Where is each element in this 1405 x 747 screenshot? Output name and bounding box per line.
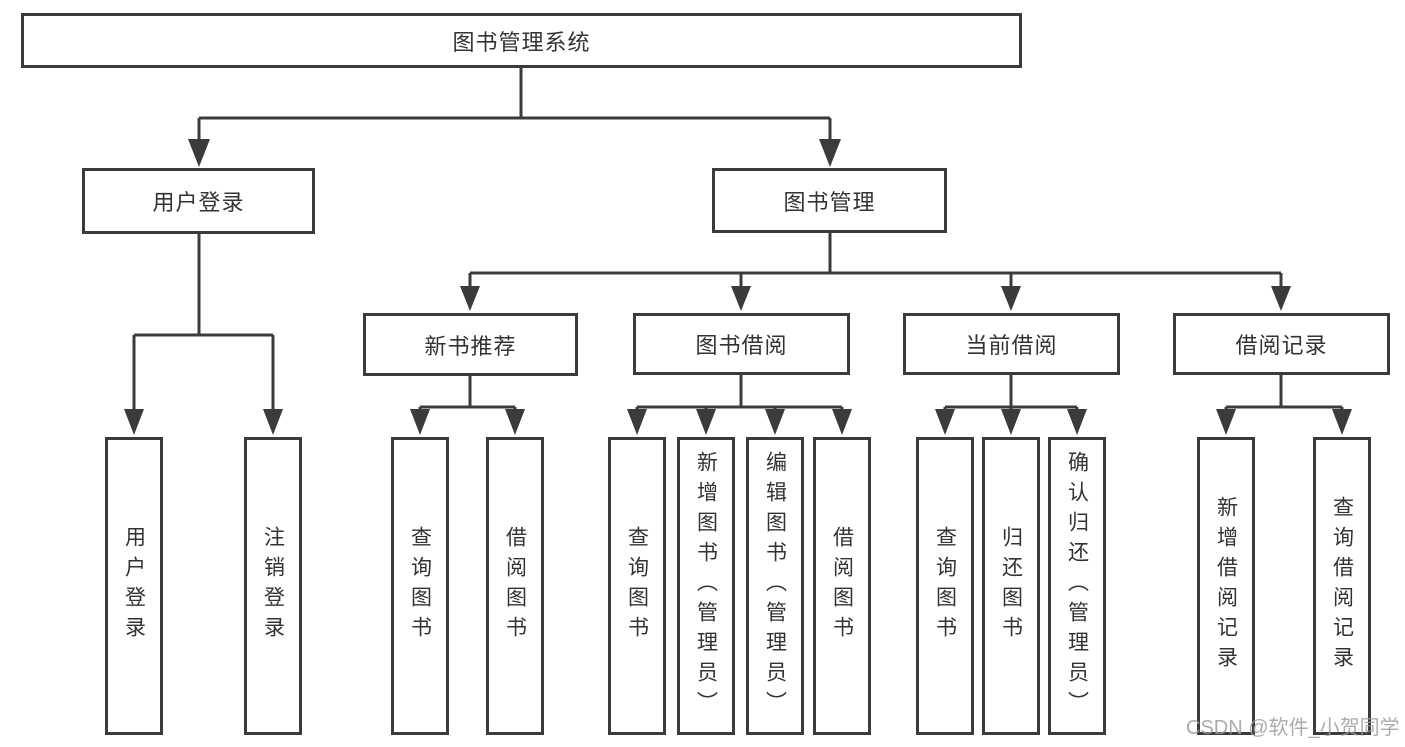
leaf-query-books-recommend-label: 查询图书 (408, 526, 432, 646)
leaf-query-books-current: 查询图书 (916, 437, 974, 735)
node-new-book-recommend: 新书推荐 (363, 313, 578, 376)
leaf-query-books-current-label: 查询图书 (933, 526, 957, 646)
leaf-return-book-label: 归还图书 (999, 526, 1023, 646)
leaf-user-login: 用户登录 (105, 437, 163, 735)
node-root-label: 图书管理系统 (452, 29, 591, 55)
node-user-login: 用户登录 (82, 168, 315, 234)
leaf-logout: 注销登录 (244, 437, 302, 735)
leaf-edit-book-admin-label: 编辑图书（管理员） (763, 451, 787, 721)
leaf-return-book: 归还图书 (982, 437, 1040, 735)
leaf-confirm-return-admin-label: 确认归还（管理员） (1065, 451, 1089, 721)
leaf-confirm-return-admin: 确认归还（管理员） (1048, 437, 1106, 735)
leaf-query-borrow-record-label: 查询借阅记录 (1330, 496, 1354, 676)
leaf-query-borrow-record: 查询借阅记录 (1313, 437, 1371, 735)
leaf-borrow-books-recommend-label: 借阅图书 (503, 526, 527, 646)
leaf-add-book-admin: 新增图书（管理员） (677, 437, 735, 735)
leaf-borrow-books-borrowing: 借阅图书 (813, 437, 871, 735)
node-book-management: 图书管理 (712, 168, 947, 233)
node-book-borrowing-label: 图书借阅 (695, 333, 788, 358)
leaf-logout-label: 注销登录 (261, 526, 285, 646)
connector-arrowheads (124, 139, 1352, 435)
leaf-query-books-recommend: 查询图书 (391, 437, 449, 735)
leaf-query-books-borrowing: 查询图书 (608, 437, 666, 735)
node-borrow-records: 借阅记录 (1173, 313, 1390, 375)
leaf-user-login-label: 用户登录 (122, 526, 146, 646)
leaf-edit-book-admin: 编辑图书（管理员） (746, 437, 804, 735)
node-borrow-records-label: 借阅记录 (1235, 333, 1328, 358)
connector-edges (132, 68, 1344, 414)
node-book-borrowing: 图书借阅 (633, 313, 850, 375)
node-current-borrowing-label: 当前借阅 (965, 333, 1058, 358)
watermark: CSDN @软件_小贺同学 (1186, 717, 1400, 739)
node-new-book-recommend-label: 新书推荐 (424, 333, 517, 359)
leaf-borrow-books-borrowing-label: 借阅图书 (830, 526, 854, 646)
node-user-login-label: 用户登录 (152, 190, 245, 215)
leaf-borrow-books-recommend: 借阅图书 (486, 437, 544, 735)
node-book-management-label: 图书管理 (783, 189, 876, 215)
node-root: 图书管理系统 (21, 13, 1022, 68)
node-current-borrowing: 当前借阅 (903, 313, 1120, 375)
leaf-add-borrow-record: 新增借阅记录 (1197, 437, 1255, 735)
leaf-add-book-admin-label: 新增图书（管理员） (694, 451, 718, 721)
leaf-add-borrow-record-label: 新增借阅记录 (1214, 496, 1238, 676)
leaf-query-books-borrowing-label: 查询图书 (625, 526, 649, 646)
